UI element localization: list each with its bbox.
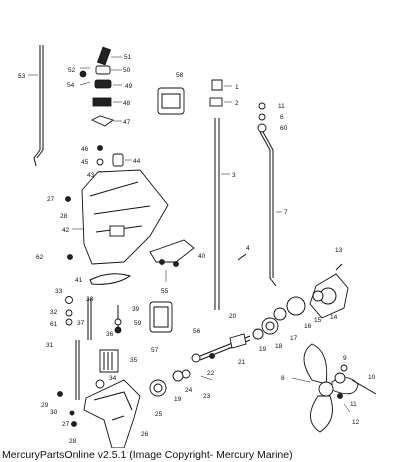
pump-parts-39 [114,305,122,334]
callout-20: 20 [229,313,237,320]
callout-24: 24 [185,387,193,394]
callout-13: 13 [335,247,343,254]
callout-25: 25 [155,411,163,418]
callout-30: 30 [50,409,58,416]
callout-38: 38 [86,296,94,303]
callout-9: 9 [343,355,347,362]
bottom-left-hardware [57,391,77,427]
pinion-gear-area [181,333,251,381]
callout-46: 46 [81,146,89,153]
callout-28a: 28 [60,213,68,220]
callout-11a: 11 [278,103,285,110]
callout-45: 45 [81,159,89,166]
callout-59: 59 [134,320,142,327]
callout-19b: 19 [174,396,182,403]
callout-21: 21 [238,359,246,366]
callout-27b: 27 [62,421,70,428]
callout-26: 26 [141,431,149,438]
callout-8: 8 [281,375,285,382]
callout-6: 6 [280,114,284,121]
driveshaft-housing-42 [65,169,169,265]
callout-58: 58 [176,72,184,79]
callout-48: 48 [123,100,131,107]
forward-gear-24-25 [149,370,184,397]
callout-55: 55 [161,288,169,295]
callout-28b: 28 [69,438,77,445]
water-pickup-40 [149,239,195,282]
propeller-8 [291,343,359,433]
callout-51: 51 [124,54,132,61]
callout-60: 60 [280,125,288,132]
gear-housing-26 [83,379,141,448]
callout-37: 37 [77,320,85,327]
callout-49: 49 [125,83,133,90]
callout-41: 41 [75,277,83,284]
callout-27a: 27 [47,196,55,203]
shift-shaft-7 [257,102,282,287]
water-pump-35 [99,349,119,373]
callout-52: 52 [68,67,76,74]
callout-47: 47 [123,119,131,126]
callout-61: 61 [50,321,58,328]
callout-31: 31 [46,342,54,349]
copyright-caption: MercuryPartsOnline v2.5.1 (Image Copyrig… [2,449,293,461]
callout-34: 34 [109,375,117,382]
callout-36: 36 [106,331,114,338]
callout-10: 10 [368,374,376,381]
exploded-parts-diagram: 1 2 3 4 6 7 8 9 10 11 11 12 13 14 15 16 … [18,45,377,448]
callout-14: 14 [330,314,338,321]
callout-16: 16 [304,323,312,330]
callout-12: 12 [352,419,360,426]
bearing-18-19 [252,317,279,340]
callout-7: 7 [284,209,288,216]
callout-11b: 11 [350,401,357,408]
callout-35: 35 [130,357,138,364]
callout-53: 53 [18,73,26,80]
left-small-parts [65,296,92,400]
callout-33: 33 [55,288,63,295]
bearing-carrier-14 [273,263,349,321]
callout-23: 23 [203,393,211,400]
callout-40: 40 [198,253,206,260]
callout-62: 62 [36,254,44,261]
prop-hardware [334,364,377,413]
callout-17: 17 [290,335,298,342]
decal-58 [157,87,185,115]
shift-rod-53 [28,45,44,167]
seal-41 [89,273,132,285]
decal-57 [149,301,173,333]
callout-56: 56 [193,328,201,335]
callout-42: 42 [62,227,70,234]
callout-54: 54 [67,82,75,89]
shift-handle-parts [79,46,122,127]
callout-3: 3 [232,172,236,179]
callout-57: 57 [151,347,159,354]
callout-19a: 19 [259,346,267,353]
callout-2: 2 [235,100,239,107]
callout-18: 18 [275,343,283,350]
callout-15: 15 [314,317,322,324]
driveshaft-3 [209,79,232,310]
callout-43: 43 [87,172,95,179]
callout-39: 39 [132,306,140,313]
bolt-4 [237,253,247,261]
callout-1: 1 [235,84,239,91]
callout-29: 29 [41,402,49,409]
callout-32: 32 [50,309,58,316]
callout-22: 22 [207,370,215,377]
callout-44: 44 [133,158,141,165]
callout-4: 4 [246,245,250,252]
callout-50: 50 [123,67,131,74]
